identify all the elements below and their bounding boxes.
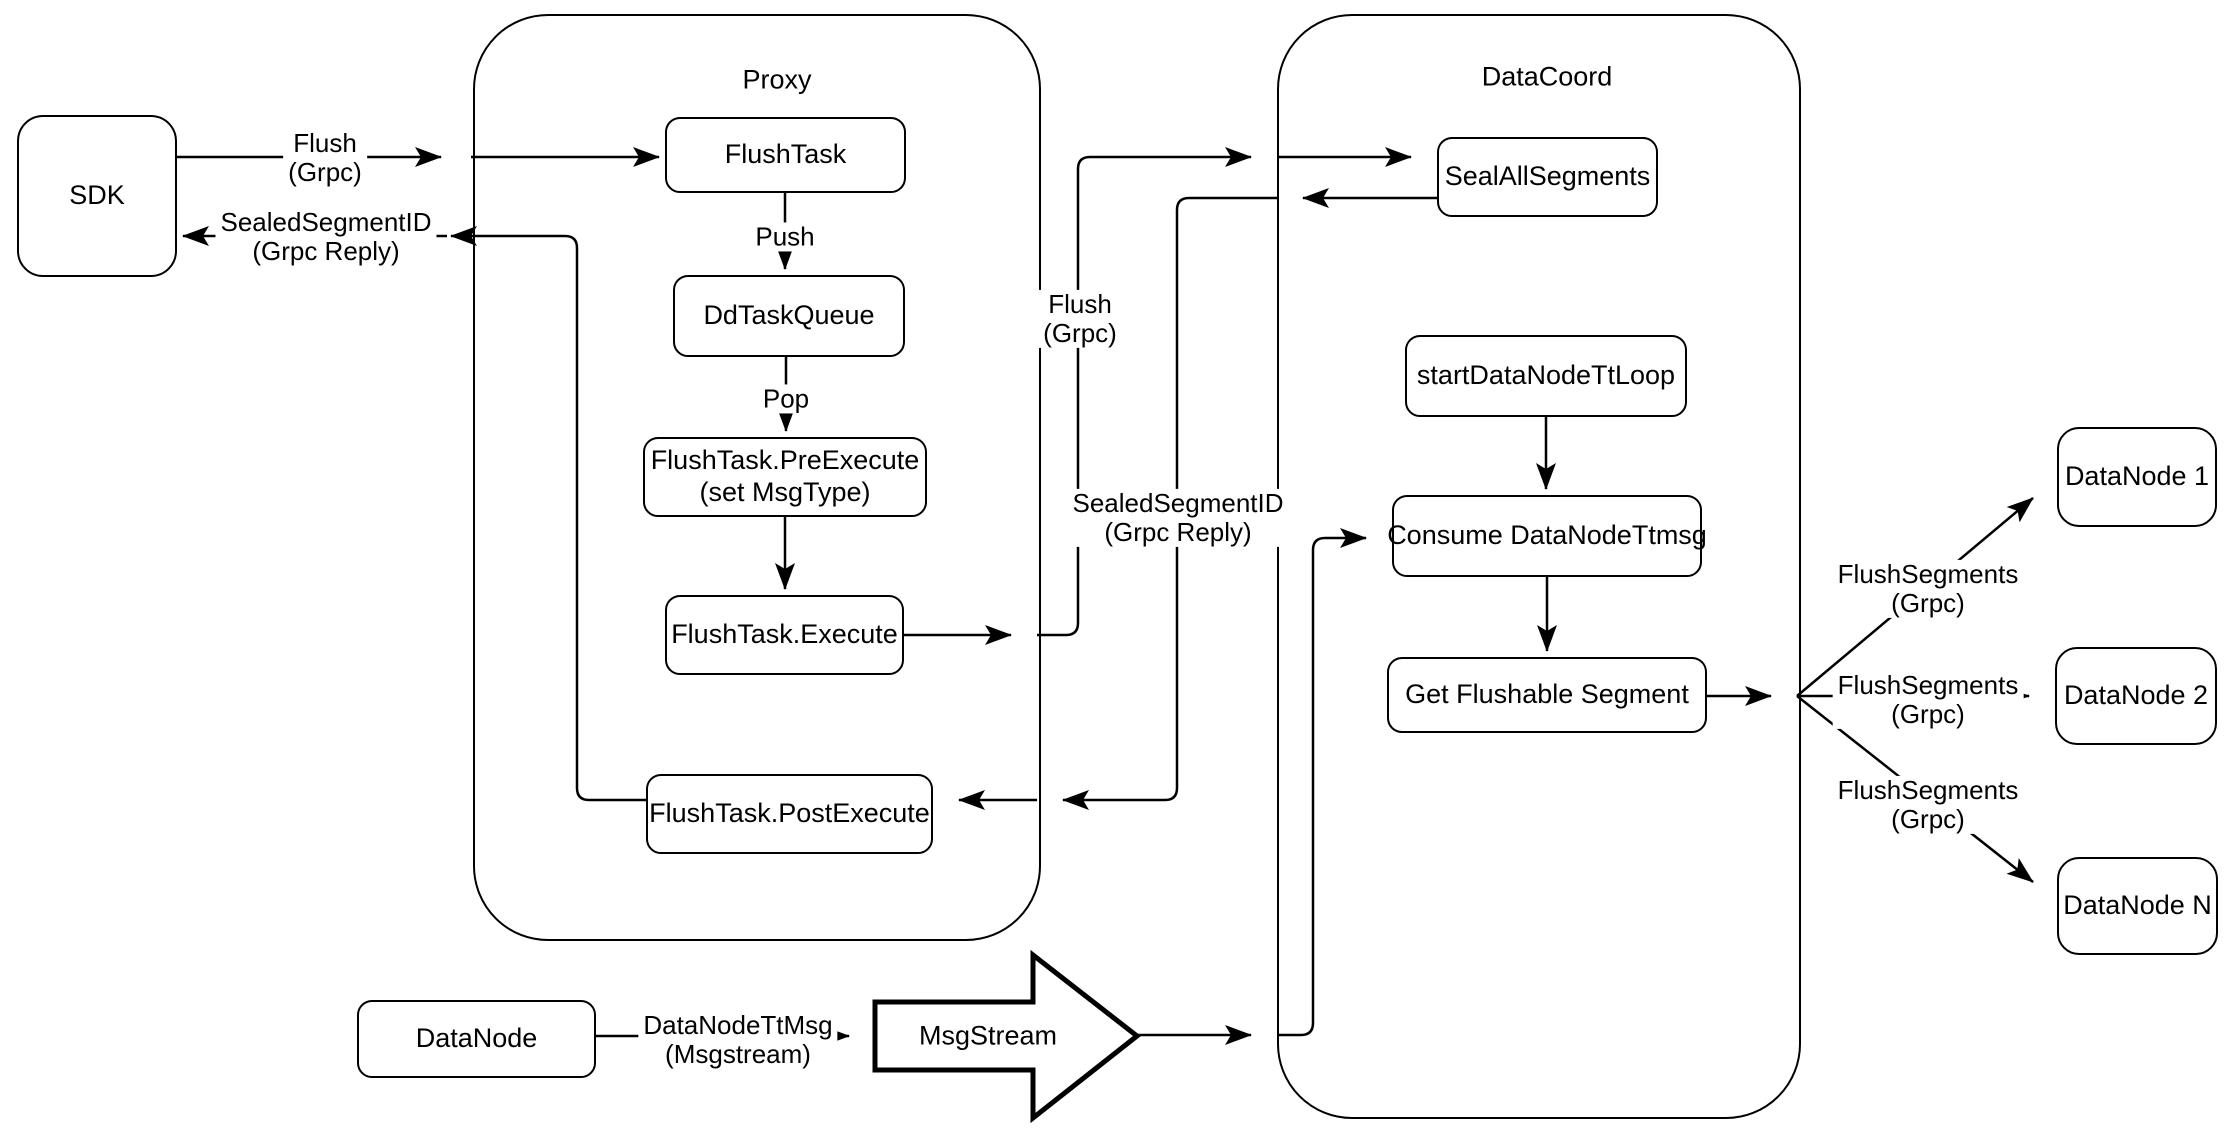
node-sdk: SDK bbox=[17, 115, 177, 277]
node-datanode-2: DataNode 2 bbox=[2055, 647, 2217, 745]
edge-label-push: Push bbox=[750, 222, 820, 252]
edge-flush-proxy-to-datacoord bbox=[904, 147, 1412, 645]
edge-label-flushsegments-2: FlushSegments (Grpc) bbox=[1832, 670, 2024, 730]
node-datanode-n: DataNode N bbox=[2057, 857, 2218, 955]
edge-label-sealedsegmentid-proxy: SealedSegmentID (Grpc Reply) bbox=[1067, 488, 1289, 548]
node-flushtask-postexecute: FlushTask.PostExecute bbox=[646, 774, 933, 854]
node-flushtask-preexecute: FlushTask.PreExecute (set MsgType) bbox=[643, 437, 927, 517]
node-consume-datanodettmsg: Consume DataNodeTtmsg bbox=[1387, 495, 1707, 577]
edge-label-sealedsegmentid-sdk: SealedSegmentID (Grpc Reply) bbox=[215, 207, 437, 267]
node-get-flushable-segment: Get Flushable Segment bbox=[1387, 657, 1707, 733]
node-sealallsegments: SealAllSegments bbox=[1437, 137, 1658, 217]
node-startdatanodettloop: startDataNodeTtLoop bbox=[1405, 335, 1687, 417]
container-datacoord bbox=[1277, 14, 1801, 1119]
msgstream-arrow-shape bbox=[872, 949, 1142, 1124]
edge-label-pop: Pop bbox=[757, 384, 815, 414]
node-ddtaskqueue: DdTaskQueue bbox=[673, 275, 905, 357]
edge-msgstream-to-consume bbox=[1137, 528, 1367, 1045]
node-datanode: DataNode bbox=[357, 1000, 596, 1078]
container-datacoord-title: DataCoord bbox=[1481, 61, 1613, 92]
container-proxy bbox=[473, 14, 1041, 941]
edge-label-flush-grpc-sdk: Flush (Grpc) bbox=[283, 128, 367, 188]
edge-label-datanodettmsg: DataNodeTtMsg (Msgstream) bbox=[638, 1010, 838, 1070]
node-msgstream-label: MsgStream bbox=[918, 1020, 1058, 1051]
edge-label-flushsegments-1: FlushSegments (Grpc) bbox=[1832, 559, 2024, 619]
edge-label-flushsegments-3: FlushSegments (Grpc) bbox=[1832, 775, 2024, 835]
container-proxy-title: Proxy bbox=[742, 64, 812, 95]
node-flushtask: FlushTask bbox=[665, 117, 906, 193]
node-datanode-1: DataNode 1 bbox=[2057, 427, 2217, 527]
edge-label-flush-grpc-datacoord: Flush (Grpc) bbox=[1038, 289, 1122, 349]
node-flushtask-execute: FlushTask.Execute bbox=[665, 595, 904, 675]
